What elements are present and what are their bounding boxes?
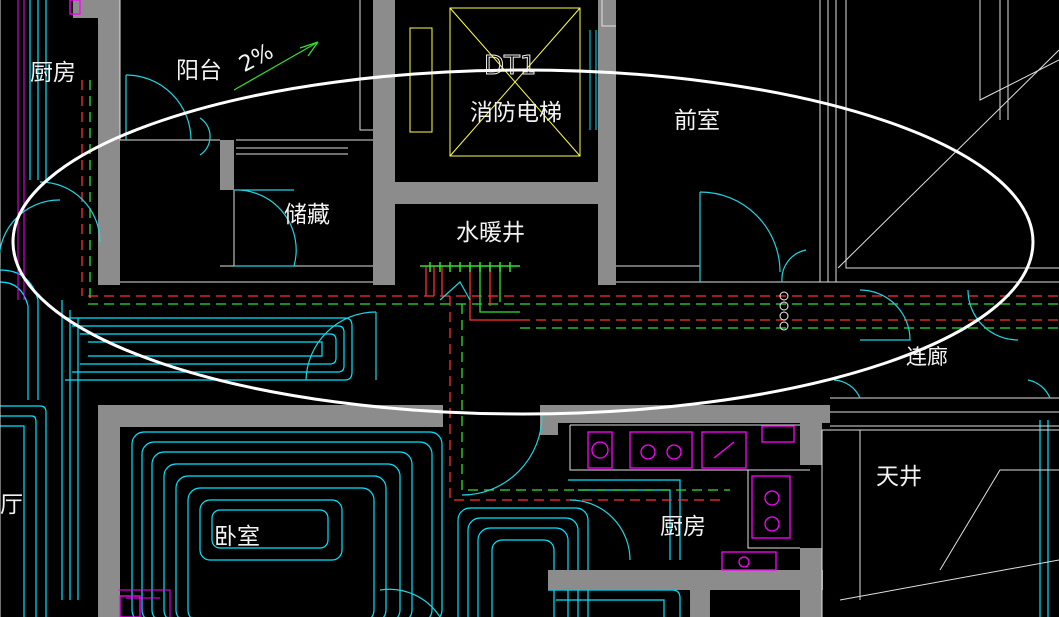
label-kitchen-top: 厨房 — [30, 60, 76, 86]
label-hall-fragment: 厅 — [0, 492, 23, 518]
label-elevator-code: DT1 — [484, 51, 536, 81]
label-kitchen-bottom: 厨房 — [660, 514, 706, 540]
kitchen-fixtures — [69, 0, 795, 617]
label-slope: 2% — [235, 39, 278, 77]
doors — [0, 74, 1051, 617]
label-balcony: 阳台 — [176, 58, 222, 84]
manifold — [420, 262, 520, 272]
valves — [779, 291, 789, 331]
label-storage: 储藏 — [284, 202, 330, 228]
highlight-ellipse — [11, 68, 1035, 416]
label-shaft: 水暖井 — [456, 220, 525, 246]
label-corridor: 连廊 — [906, 345, 948, 369]
label-elevator: 消防电梯 — [470, 100, 562, 126]
walls — [73, 0, 830, 617]
label-lightwell: 天井 — [876, 464, 922, 490]
slope-arrow — [233, 41, 319, 91]
label-bedroom: 卧室 — [214, 524, 260, 550]
pipes — [81, 80, 1059, 501]
label-vestibule: 前室 — [674, 108, 720, 134]
